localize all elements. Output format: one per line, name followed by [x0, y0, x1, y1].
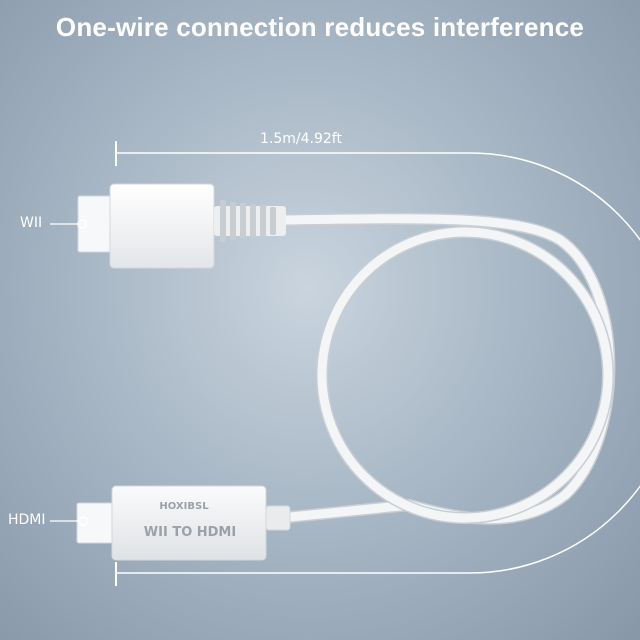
length-bracket [115, 141, 640, 586]
headline: One-wire connection reduces interference [55, 12, 585, 42]
hdmi-brand-label: HOXIBSL [159, 501, 209, 512]
wii-port-label: WII [20, 215, 43, 231]
wii-plug [50, 183, 286, 269]
strain-relief [214, 200, 286, 242]
cable [279, 212, 616, 525]
cable-length-label: 1.5m/4.92ft [260, 131, 342, 147]
hdmi-model-label: WII TO HDMI [144, 525, 236, 540]
hdmi-plug: HOXIBSL WII TO HDMI [50, 485, 291, 561]
hdmi-port-label: HDMI [8, 512, 46, 528]
